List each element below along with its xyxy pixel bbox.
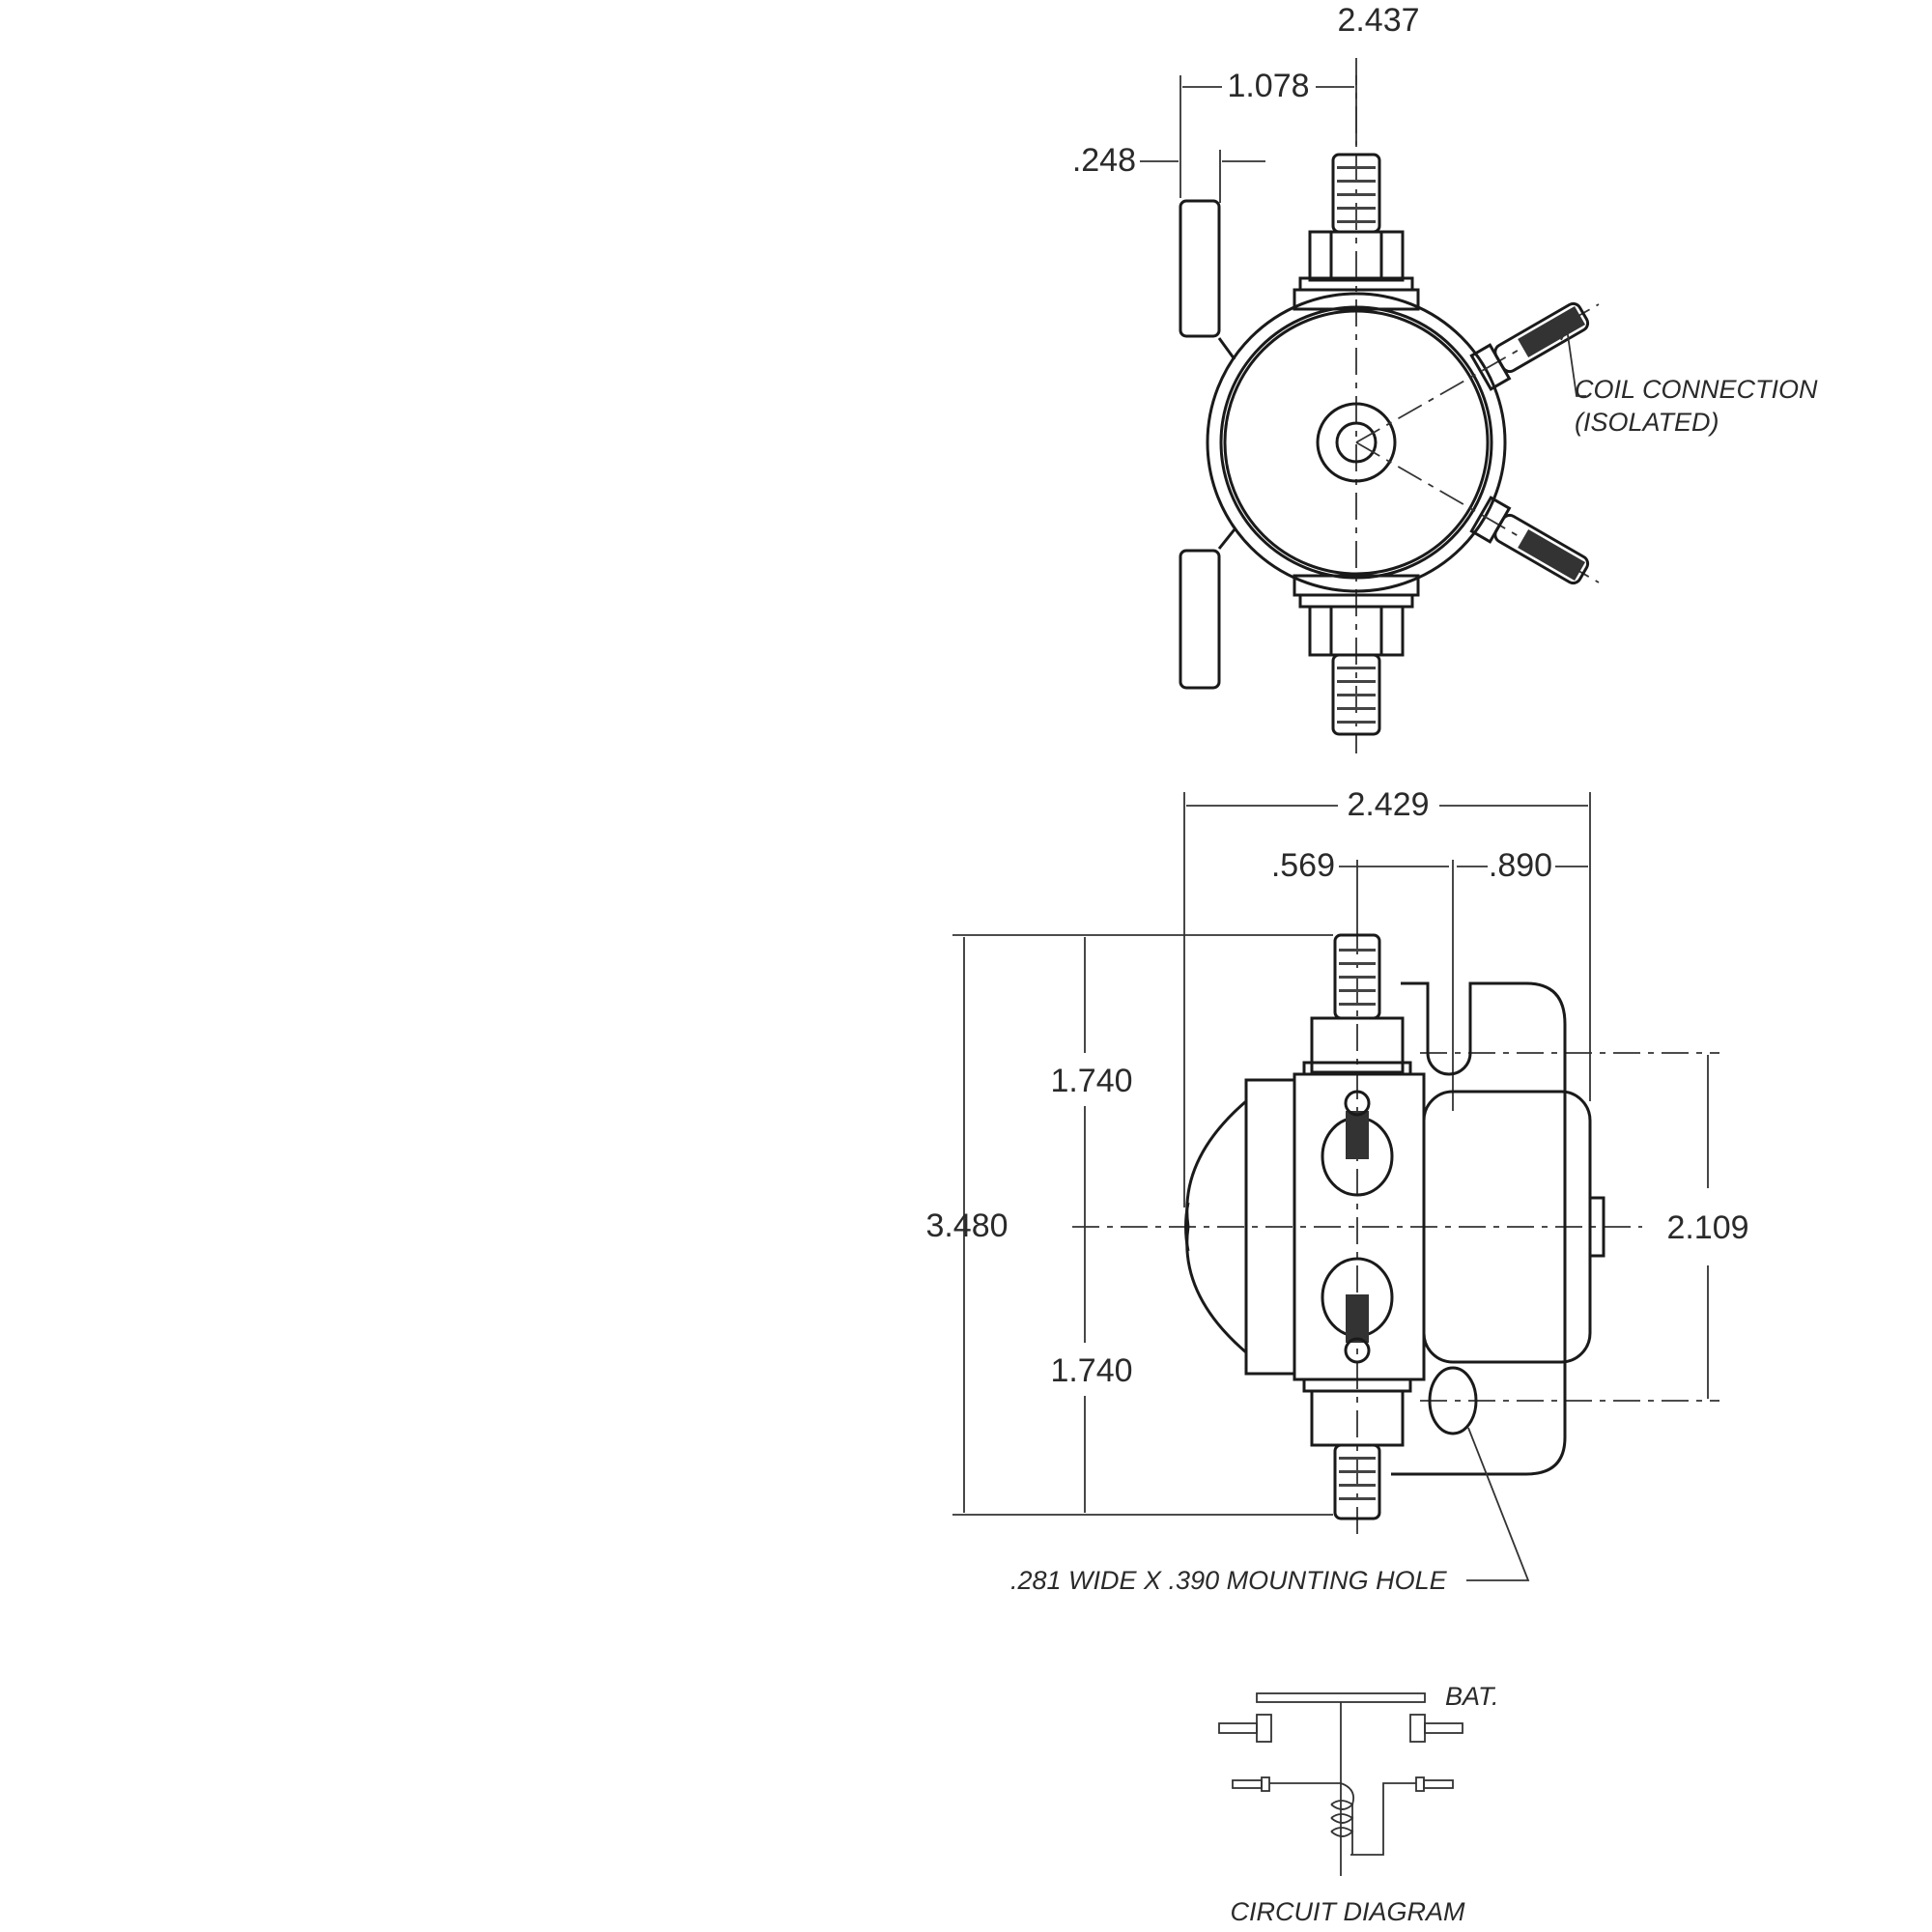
dim-upper-half: 1.740	[1050, 1063, 1132, 1099]
coil-isolated-label: (ISOLATED)	[1575, 408, 1719, 437]
dim-hole-offset: .890	[1489, 847, 1552, 884]
dim-lower-half: 1.740	[1050, 1352, 1132, 1389]
dim-bracket-offset: 1.078	[1227, 68, 1309, 104]
dim-hole-spacing: 2.109	[1666, 1209, 1748, 1246]
dim-stud-offset: .569	[1271, 847, 1335, 884]
dim-bracket-thickness: .248	[1072, 142, 1136, 179]
bat-label: BAT.	[1445, 1682, 1499, 1711]
dim-top-overall-width: 2.437	[1337, 2, 1419, 39]
dim-side-overall-width: 2.429	[1347, 786, 1429, 823]
coil-connection-label: COIL CONNECTION	[1575, 375, 1818, 404]
dim-overall-height: 3.480	[925, 1208, 1008, 1244]
side-view: 2.429 .569 .890 3.480 1.740 1.740 2.109 …	[925, 786, 1748, 1595]
circuit-diagram-title: CIRCUIT DIAGRAM	[1231, 1897, 1466, 1926]
top-view: 2.437 1.078 .248 COIL CONNECTION (ISOLAT…	[1072, 2, 1818, 753]
mounting-hole-note: .281 WIDE X .390 MOUNTING HOLE	[1010, 1566, 1448, 1595]
circuit-diagram: BAT. CIRCUIT DIAGRAM	[1218, 1682, 1499, 1926]
